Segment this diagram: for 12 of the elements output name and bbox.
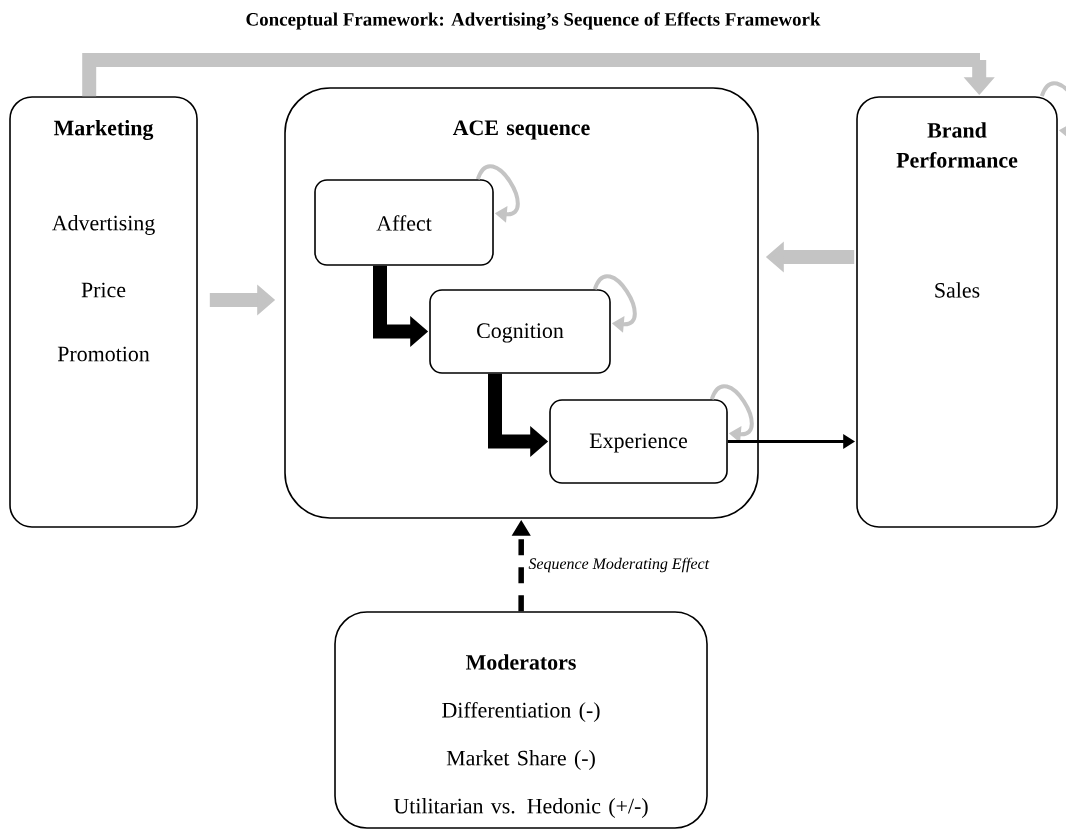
title: Conceptual Framework: Advertising’s Sequence of Effects Framework xyxy=(246,12,821,30)
arrow xyxy=(710,384,754,443)
moderators-box: Moderators Differentiation (-) Market Share (-) Utilitarian vs. Hedonic (+/-) xyxy=(334,611,708,829)
arrow xyxy=(593,274,637,333)
edge-label: Sequence Moderating Effect xyxy=(527,556,711,574)
marketing-box: Marketing Advertising Price Promotion xyxy=(9,96,198,528)
arrow xyxy=(476,164,520,223)
process-box: Affect xyxy=(314,179,494,266)
process-box: Cognition xyxy=(429,289,611,374)
process-box: Experience xyxy=(549,399,728,484)
arrow xyxy=(82,53,995,97)
performance-box: Brand Performance Sales xyxy=(856,96,1058,528)
